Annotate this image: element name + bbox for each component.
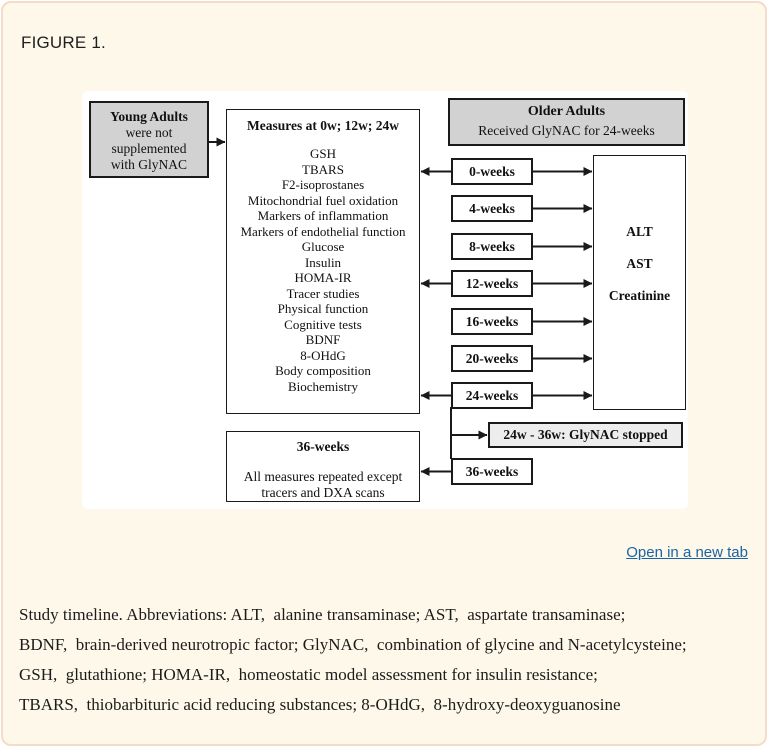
measures-item: Cognitive tests xyxy=(284,316,362,332)
measures-item: F2-isoprostanes xyxy=(281,177,365,192)
measures-item: GSH xyxy=(309,146,336,161)
measures-item: 8-OHdG xyxy=(300,347,346,363)
timepoint-box-8-weeks: 8-weeks xyxy=(451,233,533,260)
young-adults-line: supplemented xyxy=(111,141,187,156)
timepoint-box-0-weeks: 0-weeks xyxy=(451,158,533,185)
timepoint-label: 36-weeks xyxy=(465,463,519,479)
timepoint-label: 16-weeks xyxy=(465,313,519,329)
glynac-stopped-label: 24w - 36w: GlyNAC stopped xyxy=(503,427,668,442)
young-adults-line: were not xyxy=(125,125,173,140)
timepoint-label: 0-weeks xyxy=(469,163,515,179)
older-adults-subtitle: Received GlyNAC for 24-weeks xyxy=(478,123,655,138)
caption-line: Study timeline. Abbreviations: ALT, alan… xyxy=(19,605,626,624)
caption-line: GSH, glutathione; HOMA-IR, homeostatic m… xyxy=(19,665,598,684)
timepoint-label: 12-weeks xyxy=(465,275,519,291)
measures-item: Biochemistry xyxy=(287,378,359,394)
timepoint-box-12-weeks: 12-weeks xyxy=(451,270,533,297)
open-in-new-tab-link[interactable]: Open in a new tab xyxy=(626,544,748,561)
measures-item: Body composition xyxy=(275,363,371,378)
measures-item: Physical function xyxy=(277,301,369,316)
timepoint-label: 4-weeks xyxy=(469,200,515,216)
followup-title: 36-weeks xyxy=(296,439,350,454)
timepoint-box-24-weeks: 24-weeks xyxy=(451,382,533,409)
older-adults-title: Older Adults xyxy=(527,104,606,119)
timepoint-label: 20-weeks xyxy=(465,350,519,366)
timepoint-box-16-weeks: 16-weeks xyxy=(451,308,533,335)
measures-item: BDNF xyxy=(305,332,341,347)
young-adults-box: Young Adults were not supplemented with … xyxy=(89,101,209,178)
labs-box: ALT AST Creatinine xyxy=(593,155,686,410)
glynac-stopped-box: 24w - 36w: GlyNAC stopped xyxy=(488,422,683,448)
caption-line: TBARS, thiobarbituric acid reducing subs… xyxy=(19,695,621,714)
figure-caption: Study timeline. Abbreviations: ALT, alan… xyxy=(19,600,759,720)
figure-label: FIGURE 1. xyxy=(21,33,106,52)
timepoint-label: 8-weeks xyxy=(469,238,515,254)
older-adults-box: Older Adults Received GlyNAC for 24-week… xyxy=(448,98,685,146)
followup-line: tracers and DXA scans xyxy=(261,485,385,500)
measures-item: Markers of inflammation xyxy=(257,208,389,223)
followup-line: All measures repeated except xyxy=(243,469,403,484)
followup-box: 36-weeks All measures repeated except tr… xyxy=(226,431,420,502)
lab-label-alt: ALT xyxy=(626,224,653,239)
measures-item: Glucose xyxy=(301,239,345,254)
timepoint-box-4-weeks: 4-weeks xyxy=(451,195,533,222)
lab-label-ast: AST xyxy=(626,256,653,271)
measures-item: HOMA-IR xyxy=(294,270,352,285)
young-adults-line: Young Adults xyxy=(110,109,188,124)
figure-image: Young Adults were not supplemented with … xyxy=(82,91,688,509)
timepoint-box-36-weeks: 36-weeks xyxy=(451,458,533,485)
timepoint-box-20-weeks: 20-weeks xyxy=(451,345,533,372)
caption-line: BDNF, brain-derived neurotropic factor; … xyxy=(19,635,687,654)
measures-title: Measures at 0w; 12w; 24w xyxy=(247,118,399,133)
lab-label-creatinine: Creatinine xyxy=(608,288,671,303)
measures-item: TBARS xyxy=(302,161,344,177)
measures-item: Insulin xyxy=(304,254,342,270)
measures-item: Mitochondrial fuel oxidation xyxy=(247,192,399,208)
young-adults-line: with GlyNAC xyxy=(110,157,188,172)
measures-item: Tracer studies xyxy=(286,285,360,301)
timepoint-label: 24-weeks xyxy=(465,387,519,403)
measures-item: Markers of endothelial function xyxy=(240,223,406,239)
